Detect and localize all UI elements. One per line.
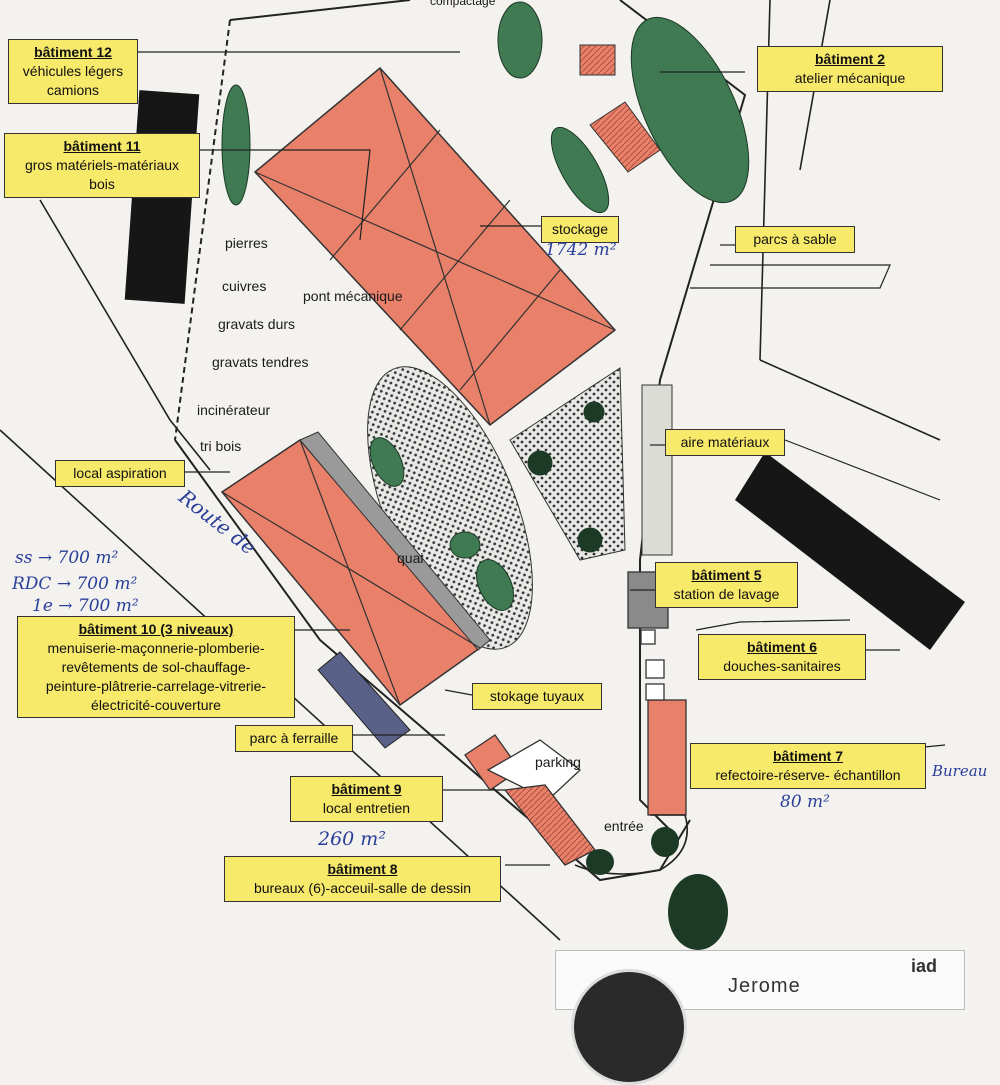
building-11-title: bâtiment 11 bbox=[63, 138, 141, 154]
hand-stockage-area: 1742 m² bbox=[545, 240, 617, 260]
building-10-line-1: menuiserie-maçonnerie-plomberie- bbox=[47, 639, 265, 656]
agent-card: Jerome iad bbox=[555, 950, 965, 1085]
building-12-line-2: camions bbox=[46, 81, 100, 98]
building-11-label: bâtiment 11 gros matériels-matériaux boi… bbox=[4, 133, 200, 198]
hand-level-1: 1e → 700 m² bbox=[32, 596, 139, 616]
building-10-line-4: électricité-couverture bbox=[91, 696, 221, 713]
label-gravats-durs: gravats durs bbox=[218, 316, 296, 332]
label-incinerateur: incinérateur bbox=[197, 402, 271, 418]
building-9-label: bâtiment 9 local entretien bbox=[290, 776, 443, 822]
building-6-label: bâtiment 6 douches-sanitaires bbox=[698, 634, 866, 680]
building-10-title: bâtiment 10 (3 niveaux) bbox=[78, 621, 234, 637]
stockage-tag: stockage bbox=[541, 216, 619, 243]
shed-top-1 bbox=[579, 44, 616, 76]
building-11-line-1: gros matériels-matériaux bbox=[24, 156, 180, 173]
building-10-label: bâtiment 10 (3 niveaux) menuiserie-maçon… bbox=[17, 616, 295, 719]
building-7-line-1: refectoire-réserve- échantillon bbox=[715, 766, 901, 783]
shed-top-2 bbox=[589, 101, 661, 173]
label-entree: entrée bbox=[604, 818, 644, 834]
hand-bureau: Bureau bbox=[932, 762, 988, 780]
hand-b7-area: 80 m² bbox=[780, 792, 830, 812]
building-5-label: bâtiment 5 station de lavage bbox=[655, 562, 798, 608]
building-11-line-2: bois bbox=[89, 175, 115, 192]
label-gravats-tendres: gravats tendres bbox=[212, 354, 309, 370]
parcs-sable-tag: parcs à sable bbox=[735, 226, 855, 253]
building-5-title: bâtiment 5 bbox=[691, 567, 762, 583]
building-8-label: bâtiment 8 bureaux (6)-acceuil-salle de … bbox=[224, 856, 501, 902]
storage-building bbox=[253, 66, 617, 427]
building-8-line-1: bureaux (6)-acceuil-salle de dessin bbox=[253, 879, 472, 896]
avatar bbox=[571, 969, 687, 1085]
tree-rows bbox=[221, 1, 750, 556]
dark-building-east bbox=[735, 452, 965, 650]
building-5-line-1: station de lavage bbox=[673, 585, 780, 602]
building-9-title: bâtiment 9 bbox=[331, 781, 402, 797]
building-10-line-2: revêtements de sol-chauffage- bbox=[61, 658, 251, 675]
label-cuivres: cuivres bbox=[222, 278, 267, 294]
building-6-line-1: douches-sanitaires bbox=[723, 657, 841, 674]
building-10-shape bbox=[220, 431, 491, 707]
parc-ferraille-tag: parc à ferraille bbox=[235, 725, 353, 752]
building-2-title: bâtiment 2 bbox=[814, 51, 885, 67]
island-trees bbox=[369, 401, 605, 611]
aire-materiaux-tag: aire matériaux bbox=[665, 429, 785, 456]
building-7-title: bâtiment 7 bbox=[772, 748, 843, 764]
south-buildings bbox=[464, 571, 687, 866]
local-aspiration-tag: local aspiration bbox=[55, 460, 185, 487]
label-quai: quai bbox=[397, 550, 424, 566]
building-12-title: bâtiment 12 bbox=[34, 44, 112, 60]
hand-level-ss: ss → 700 m² bbox=[15, 548, 119, 568]
building-7-label: bâtiment 7 refectoire-réserve- échantill… bbox=[690, 743, 926, 789]
building-12-label: bâtiment 12 véhicules légers camions bbox=[8, 39, 138, 104]
stokage-tuyaux-tag: stokage tuyaux bbox=[472, 683, 602, 710]
compactage-label: compactage bbox=[430, 0, 496, 8]
label-pierres: pierres bbox=[225, 235, 268, 251]
building-10-line-3: peinture-plâtrerie-carrelage-vitrerie- bbox=[45, 677, 267, 694]
entrance-trees bbox=[586, 827, 728, 950]
label-parking: parking bbox=[535, 754, 581, 770]
hand-b9-area: 260 m² bbox=[318, 828, 386, 850]
building-2-label: bâtiment 2 atelier mécanique bbox=[757, 46, 943, 92]
iad-logo: iad bbox=[911, 956, 938, 976]
hand-level-rdc: RDC → 700 m² bbox=[12, 574, 138, 594]
scrap-yard-shape bbox=[317, 651, 411, 749]
site-plan bbox=[0, 0, 965, 950]
building-9-line-1: local entretien bbox=[322, 799, 411, 816]
label-tri-bois: tri bois bbox=[200, 438, 242, 454]
building-12-line-1: véhicules légers bbox=[22, 62, 124, 79]
building-6-title: bâtiment 6 bbox=[746, 639, 817, 655]
building-2-line-1: atelier mécanique bbox=[794, 69, 906, 86]
label-pont-mecanique: pont mécanique bbox=[303, 288, 403, 304]
building-8-title: bâtiment 8 bbox=[327, 861, 398, 877]
agent-name: Jerome bbox=[728, 975, 801, 997]
